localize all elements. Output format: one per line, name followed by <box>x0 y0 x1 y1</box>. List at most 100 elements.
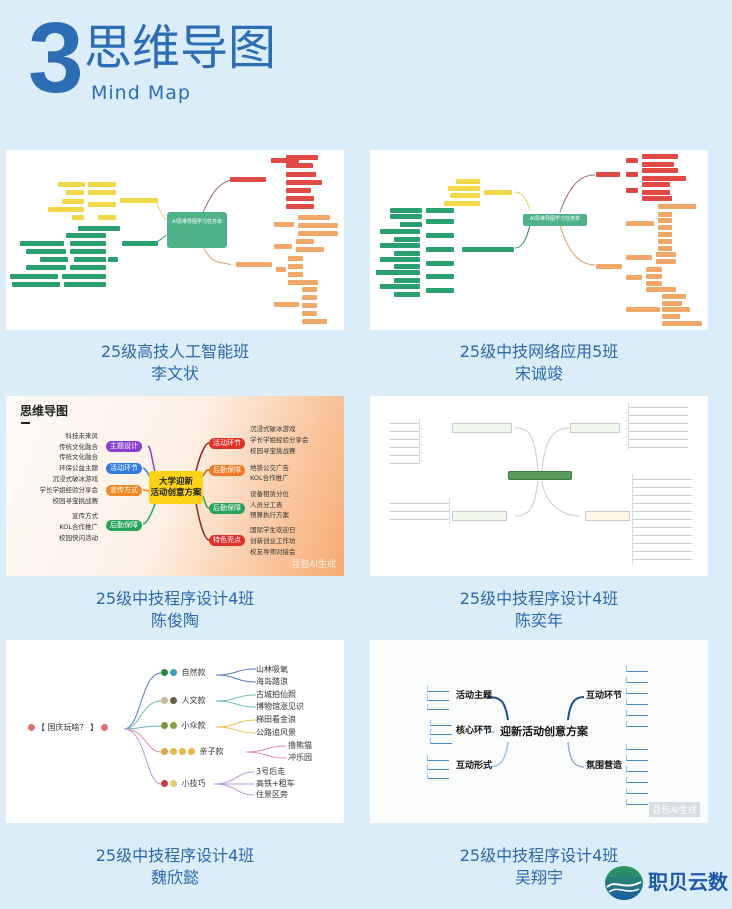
map-title: 思维导图 <box>20 404 69 418</box>
root-node: 【 国庆玩啥？ 】 <box>28 724 110 732</box>
brand-logo-icon <box>604 865 644 901</box>
card-1-class: 25级高技人工智能班 <box>100 342 250 361</box>
connector-lines <box>487 696 585 768</box>
mindmap-thumbnail-6[interactable]: 迎新活动创意方案 活动主题 核心环节 互动形式 互动环节 氛围营造 豆包AI生成 <box>370 640 708 823</box>
card-2-student: 宋诚竣 <box>514 364 563 383</box>
center-node: 迎新活动创意方案 <box>500 725 588 738</box>
leaf: 住景区旁 <box>256 790 288 799</box>
branch-node: 互动环节 <box>586 691 623 701</box>
leaf: 3号后走 <box>256 767 286 776</box>
title-underline <box>21 422 30 424</box>
card-6-student: 吴翔宇 <box>514 868 563 887</box>
branch-node <box>570 423 620 433</box>
pin-icon <box>161 780 168 787</box>
center-node: 大学迎新活动创意方案 <box>149 471 203 504</box>
branch-node: 宣传方式 <box>106 485 142 496</box>
leaf: 沉浸式破冰游戏 <box>250 425 296 433</box>
card-1-student: 李文状 <box>150 364 199 383</box>
branch-node <box>452 423 512 433</box>
leaf: 人员分工表 <box>250 501 283 509</box>
branch-node: 氛围营造 <box>586 761 623 771</box>
watermark: 豆包AI生成 <box>649 802 700 817</box>
target-icon <box>28 724 35 731</box>
branch-node: 特色亮点 <box>209 535 245 546</box>
leaf: 预算执行方案 <box>250 511 289 519</box>
leaf: 高铁+租车 <box>256 779 295 788</box>
card-4-student: 陈奕年 <box>514 611 563 630</box>
card-6-class: 25级中技程序设计4班 <box>459 846 619 865</box>
leaf: 公路追风景 <box>256 728 296 737</box>
target-icon <box>101 724 109 731</box>
section-subtitle: Mind Map <box>91 82 191 104</box>
family-icon <box>161 748 168 755</box>
branch-node: 互动形式 <box>456 761 493 771</box>
leaf: 冲乐园 <box>288 753 312 762</box>
branch-node <box>585 511 630 521</box>
leaf: 学长学姐经验分享会 <box>39 486 99 494</box>
leaf-icon <box>161 722 168 729</box>
section-number: 3 <box>28 2 84 114</box>
branch-node: 后勤保障 <box>106 520 142 531</box>
connector-lines <box>514 174 596 266</box>
mindmap-thumbnail-5[interactable]: 【 国庆玩啥？ 】 自然款 人文款 小众款 亲子款 小技巧 山林吸氧 海岛踏浪 … <box>6 640 344 823</box>
branch-node: 活动环节 <box>106 463 142 474</box>
branch-node: 小众款 <box>161 722 206 730</box>
leaf: 校园快闪活动 <box>59 534 98 542</box>
connector-lines <box>123 668 287 796</box>
branch-node: 主题设计 <box>106 441 142 452</box>
card-4-class: 25级中技程序设计4班 <box>459 589 619 608</box>
bulb-icon <box>170 780 177 787</box>
leaf-group <box>628 402 688 450</box>
leaf: 传统文化融合 <box>59 453 98 461</box>
leaf: 传统文化融合 <box>59 443 98 451</box>
leaf: 地铁公交广告 <box>250 464 289 472</box>
leaf: 古城拍仙照 <box>256 690 296 699</box>
root-label: 【 国庆玩啥？ 】 <box>37 723 99 732</box>
leaf: 科技未来风 <box>65 432 99 440</box>
leaf: 宣传方式 <box>72 512 98 520</box>
card-5-class: 25级中技程序设计4班 <box>95 846 255 865</box>
center-node: AI思维导图学习任务单 <box>167 212 227 248</box>
leaf: 校园寻宝挑战赛 <box>52 497 99 505</box>
bird-icon <box>170 722 177 729</box>
center-line-1: 大学迎新 <box>158 477 193 487</box>
center-node: AI思维导图学习任务单 <box>523 214 587 226</box>
leaf: 山林吸氧 <box>256 665 288 674</box>
branch-node: 自然款 <box>161 669 206 677</box>
leaf: 梯田看金浪 <box>256 715 296 724</box>
card-2-class: 25级中技网络应用5班 <box>459 342 619 361</box>
mindmap-thumbnail-2[interactable]: AI思维导图学习任务单 <box>370 150 708 330</box>
leaf: KOL合作推广 <box>59 523 98 531</box>
connector-lines <box>514 427 581 517</box>
leaf: KOL合作推广 <box>250 474 289 482</box>
center-node <box>508 471 572 480</box>
branch-node <box>452 511 507 521</box>
brand-name: 职贝云数 <box>648 870 728 894</box>
temple-icon <box>170 697 177 704</box>
branch-node: 活动环节 <box>209 438 245 449</box>
branch-node: 后勤保障 <box>209 465 245 476</box>
watermark: 豆包AI生成 <box>291 560 336 570</box>
wave-icon <box>170 669 177 676</box>
mindmap-thumbnail-3[interactable]: 思维导图 大学迎新活动创意方案 主题设计 活动环节 宣传方式 后勤保障 科技未来… <box>6 396 344 576</box>
leaf: 撸熊猫 <box>288 741 312 750</box>
branch-node: 活动主题 <box>456 691 493 701</box>
mindmap-thumbnail-4[interactable] <box>370 396 708 576</box>
card-5-student: 魏欣懿 <box>150 868 199 887</box>
section-title: 思维导图 <box>84 20 277 76</box>
leaf-group <box>390 498 450 524</box>
leaf: 国际学生欢迎日 <box>250 526 296 534</box>
leaf-group <box>390 418 420 464</box>
leaf: 设备租赁分位 <box>250 490 289 498</box>
branch-node: 小技巧 <box>161 780 206 788</box>
leaf: 沉浸式破冰游戏 <box>52 475 99 483</box>
leaf: 校友导师对接会 <box>250 548 296 556</box>
leaf-group <box>632 474 692 564</box>
mindmap-thumbnail-1[interactable]: AI思维导图学习任务单 <box>6 150 344 330</box>
scroll-icon <box>161 697 168 704</box>
tree-icon <box>161 669 168 676</box>
branch-node: 后勤保障 <box>209 503 245 514</box>
leaf: 学长学姐经验分享会 <box>250 436 309 444</box>
leaf: 环保公益主题 <box>59 464 98 472</box>
leaf: 海岛踏浪 <box>256 677 288 686</box>
